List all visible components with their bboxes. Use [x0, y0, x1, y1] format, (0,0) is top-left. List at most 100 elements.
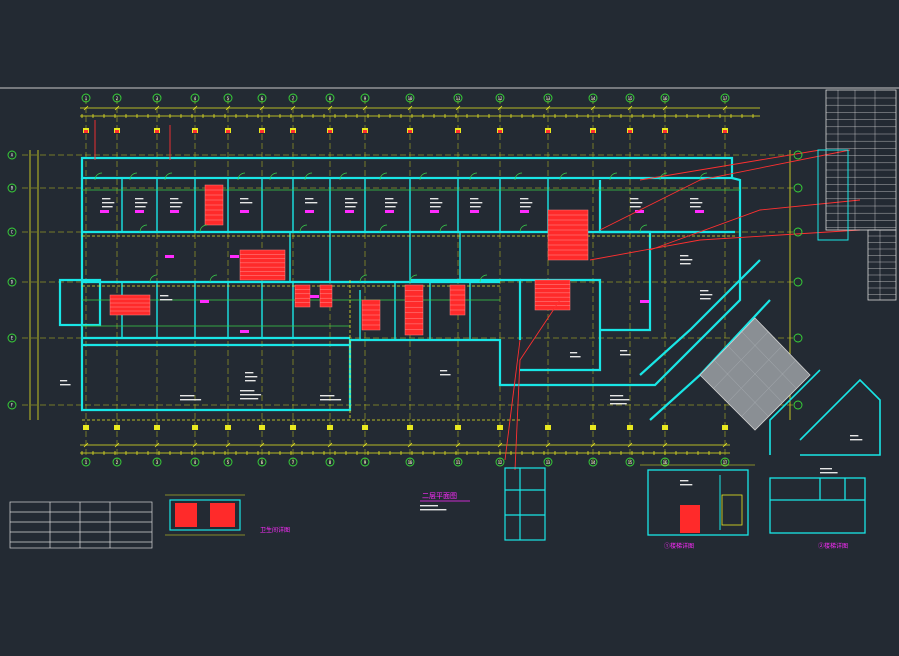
stair-block [239, 249, 286, 281]
grid-bubble-top [152, 93, 162, 103]
room-tag [200, 300, 209, 303]
note-line [690, 198, 699, 200]
grid-bubble-label: 12 [498, 460, 503, 465]
column-marker [362, 425, 368, 430]
door-swing [514, 172, 523, 181]
door-swing [94, 172, 103, 181]
room-tag [640, 300, 649, 303]
grid-bubble-label: 3 [156, 460, 159, 465]
stair-block [294, 284, 311, 308]
room-tag [430, 210, 439, 213]
grid-bubble-top [360, 457, 370, 467]
grid-bubble-side [793, 183, 803, 193]
door-swing [379, 224, 388, 233]
grid-bubble-label: 15 [628, 460, 633, 465]
stair-fill [319, 284, 333, 308]
room-tag [240, 210, 249, 213]
door-swing [639, 224, 648, 233]
note-line [680, 263, 691, 265]
column-marker-core [155, 130, 159, 133]
stair-block [449, 284, 466, 316]
dim-tick [154, 105, 160, 111]
column-marker-core [498, 130, 502, 133]
note-line [630, 202, 643, 204]
dim-tick [362, 442, 368, 448]
dim-tick [154, 442, 160, 448]
note-line [240, 198, 249, 200]
note-line [620, 350, 628, 352]
room-tag [135, 210, 144, 213]
note-line [700, 294, 713, 296]
dim-tick [627, 442, 633, 448]
grid-bubble-label: 10 [408, 96, 413, 101]
grid-bubble-label: 17 [723, 460, 728, 465]
stair-fill [109, 294, 151, 316]
grid-bubble-label: 1 [85, 460, 88, 465]
column-marker [192, 425, 198, 430]
note-line [610, 403, 627, 405]
room-tag [310, 295, 319, 298]
note-line [305, 198, 314, 200]
grid-bubble-top [325, 457, 335, 467]
dim-tick [497, 442, 503, 448]
grid-bubble-labels: 1122334455667788991010111112121313141415… [11, 96, 728, 465]
note-line [320, 395, 335, 397]
detail-stair-plan [640, 464, 755, 536]
note-line [180, 399, 202, 401]
grid-bubble-side [7, 400, 17, 410]
note-line [102, 198, 111, 200]
column-marker-core [723, 130, 727, 133]
grid-bubble-top [81, 457, 91, 467]
stair-block [534, 279, 571, 311]
grid-bubble-label: 7 [292, 96, 295, 101]
note-line [102, 202, 115, 204]
grid-bubble-label: C [11, 230, 14, 235]
grid-bubble-label: B [11, 186, 14, 191]
grid-bubble-label: 15 [628, 96, 633, 101]
column-marker [545, 425, 551, 430]
note-line [850, 435, 859, 437]
room-tag [240, 330, 249, 333]
column-marker-core [591, 130, 595, 133]
note-line [420, 509, 447, 511]
right-wing-outline [769, 369, 881, 456]
column-marker-core [363, 130, 367, 133]
column-marker [154, 425, 160, 430]
note-line [245, 372, 254, 374]
grid-bubble-top [325, 93, 335, 103]
note-line [620, 354, 631, 356]
door-swing [304, 172, 313, 181]
door-swing [269, 172, 278, 181]
door-swing [659, 172, 668, 181]
note-line [240, 202, 253, 204]
column-marker [114, 425, 120, 430]
grid-bubble-top [152, 457, 162, 467]
door-swing [199, 224, 208, 233]
dim-tick [545, 105, 551, 111]
note-line [680, 480, 689, 482]
column-marker [590, 425, 596, 430]
room-tag [345, 210, 354, 213]
note-line [385, 206, 396, 208]
note-line [690, 206, 701, 208]
grid-bubble-top [112, 93, 122, 103]
grid-bubble-top [360, 93, 370, 103]
stair-block [109, 294, 151, 316]
stair-block [204, 184, 224, 226]
grid-bubble-top [453, 93, 463, 103]
detail-title-c: 卫生间详图 [260, 526, 290, 534]
grid-bubble-side [793, 333, 803, 343]
note-line [345, 202, 358, 204]
room-tag [470, 210, 479, 213]
note-line [160, 299, 173, 301]
legend-table [817, 89, 897, 301]
dim-tick [662, 442, 668, 448]
note-line [690, 202, 703, 204]
grid-bubble-label: 12 [498, 96, 503, 101]
grid-bubble-top [453, 457, 463, 467]
note-line [345, 198, 354, 200]
note-line [135, 206, 146, 208]
room-tag [520, 210, 529, 213]
